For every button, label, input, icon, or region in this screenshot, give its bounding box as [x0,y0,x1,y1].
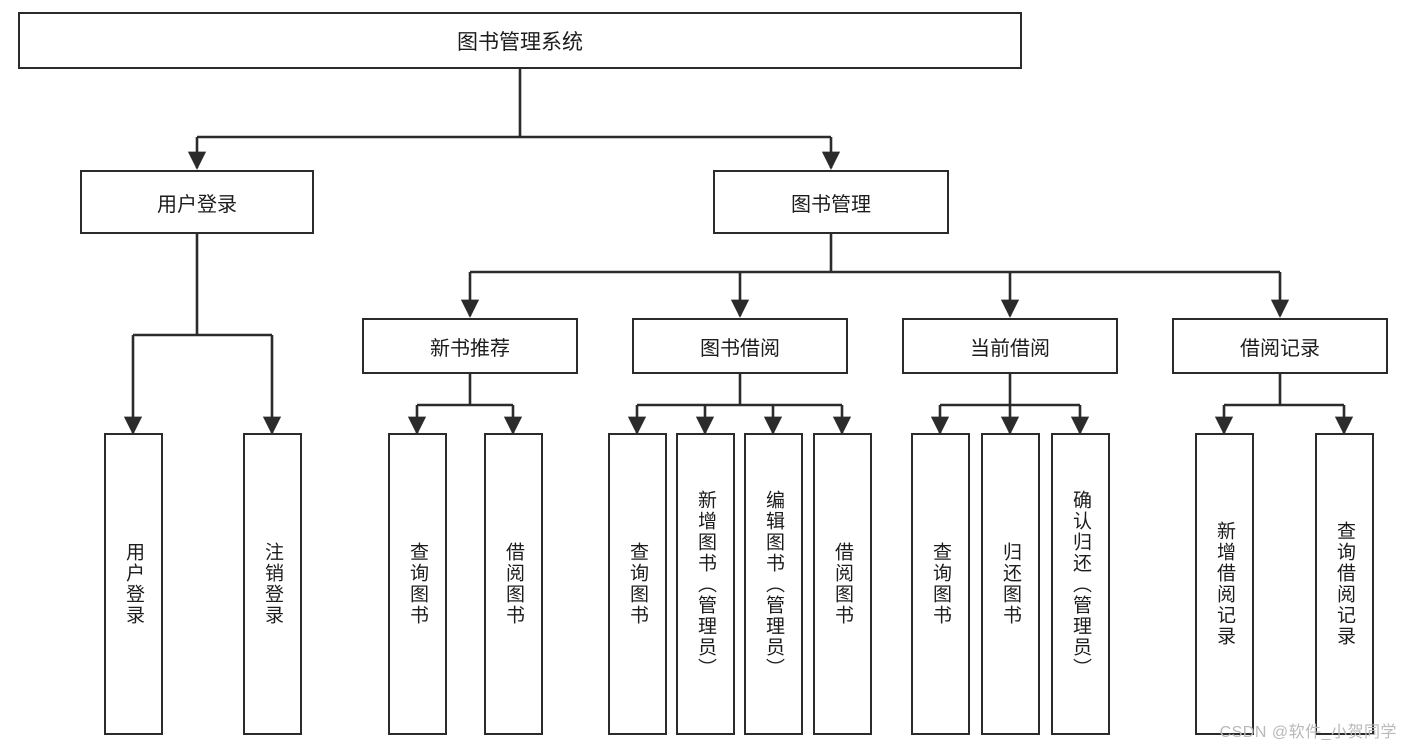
node-current-borrow[interactable]: 当前借阅 [902,318,1118,374]
node-leaf-add-record[interactable]: 新增借阅记录 [1195,433,1254,735]
node-leaf-query-book-2-label: 查询图书 [627,542,648,626]
node-root-label: 图书管理系统 [457,30,583,54]
node-book-borrow[interactable]: 图书借阅 [632,318,848,374]
watermark: CSDN @软件_小贺同学 [1219,724,1397,741]
node-leaf-return-book-label: 归还图书 [1000,542,1021,626]
node-leaf-logout[interactable]: 注销登录 [243,433,302,735]
node-leaf-add-book-label: 新增图书（管理员） [695,489,716,679]
node-leaf-confirm-return[interactable]: 确认归还（管理员） [1051,433,1110,735]
node-leaf-query-book-1-label: 查询图书 [407,542,428,626]
node-new-book-recommend[interactable]: 新书推荐 [362,318,578,374]
node-book-borrow-label: 图书借阅 [700,337,780,360]
node-leaf-user-login-label: 用户登录 [123,542,144,626]
node-book-management-label: 图书管理 [791,193,871,216]
node-leaf-query-book-3-label: 查询图书 [930,542,951,626]
node-leaf-edit-book-label: 编辑图书（管理员） [763,489,784,679]
node-leaf-query-book-1[interactable]: 查询图书 [388,433,447,735]
node-user-login[interactable]: 用户登录 [80,170,314,234]
node-leaf-query-record-label: 查询借阅记录 [1334,521,1355,647]
node-leaf-add-book[interactable]: 新增图书（管理员） [676,433,735,735]
node-leaf-borrow-book-2-label: 借阅图书 [832,542,853,626]
node-leaf-borrow-book-1[interactable]: 借阅图书 [484,433,543,735]
node-leaf-return-book[interactable]: 归还图书 [981,433,1040,735]
node-new-book-recommend-label: 新书推荐 [430,337,510,360]
node-leaf-query-book-2[interactable]: 查询图书 [608,433,667,735]
node-leaf-add-record-label: 新增借阅记录 [1214,521,1235,647]
node-leaf-user-login[interactable]: 用户登录 [104,433,163,735]
node-leaf-borrow-book-1-label: 借阅图书 [503,542,524,626]
node-leaf-query-record[interactable]: 查询借阅记录 [1315,433,1374,735]
node-leaf-confirm-return-label: 确认归还（管理员） [1070,489,1091,679]
node-leaf-edit-book[interactable]: 编辑图书（管理员） [744,433,803,735]
node-root[interactable]: 图书管理系统 [18,12,1022,69]
node-borrow-record-label: 借阅记录 [1240,337,1320,360]
node-leaf-borrow-book-2[interactable]: 借阅图书 [813,433,872,735]
node-current-borrow-label: 当前借阅 [970,337,1050,360]
node-user-login-label: 用户登录 [157,193,237,216]
node-leaf-query-book-3[interactable]: 查询图书 [911,433,970,735]
node-borrow-record[interactable]: 借阅记录 [1172,318,1388,374]
node-book-management[interactable]: 图书管理 [713,170,949,234]
node-leaf-logout-label: 注销登录 [262,542,283,626]
